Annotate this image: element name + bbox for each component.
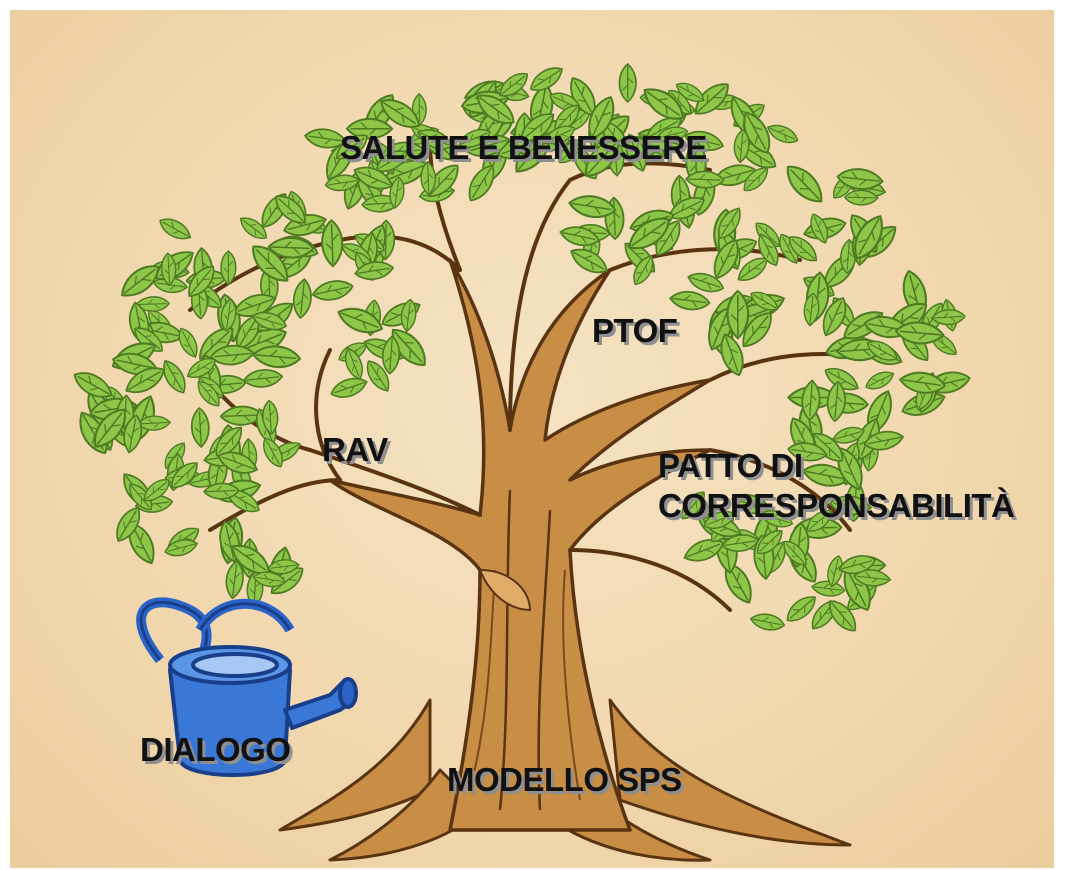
leaf xyxy=(310,276,356,305)
label-rav: RAV xyxy=(322,431,388,468)
label-patto-line1: PATTO DI xyxy=(658,447,803,484)
leaf xyxy=(189,406,211,449)
label-salute: SALUTE E BENESSERE xyxy=(340,129,707,166)
leaf xyxy=(810,578,847,599)
label-patto-line2: CORRESPONSABILITÀ xyxy=(658,487,1015,524)
label-ptof: PTOF xyxy=(592,312,678,349)
leaf xyxy=(157,355,192,398)
tree-illustration xyxy=(69,61,973,862)
label-dialogo: DIALOGO xyxy=(140,731,291,768)
diagram-canvas: SALUTE E BENESSERE PTOF RAV PATTO DI COR… xyxy=(10,10,1054,868)
leaf xyxy=(668,288,712,313)
leaf xyxy=(242,367,284,390)
leaf xyxy=(862,366,898,394)
leaf xyxy=(291,277,314,320)
leaf xyxy=(327,373,371,403)
leaf xyxy=(618,63,637,103)
leaf xyxy=(155,213,195,245)
tree-trunk xyxy=(328,258,712,832)
label-modello: MODELLO SPS xyxy=(447,761,682,798)
watering-can-icon xyxy=(136,597,358,777)
leaf xyxy=(748,610,787,634)
leaf xyxy=(779,158,830,210)
